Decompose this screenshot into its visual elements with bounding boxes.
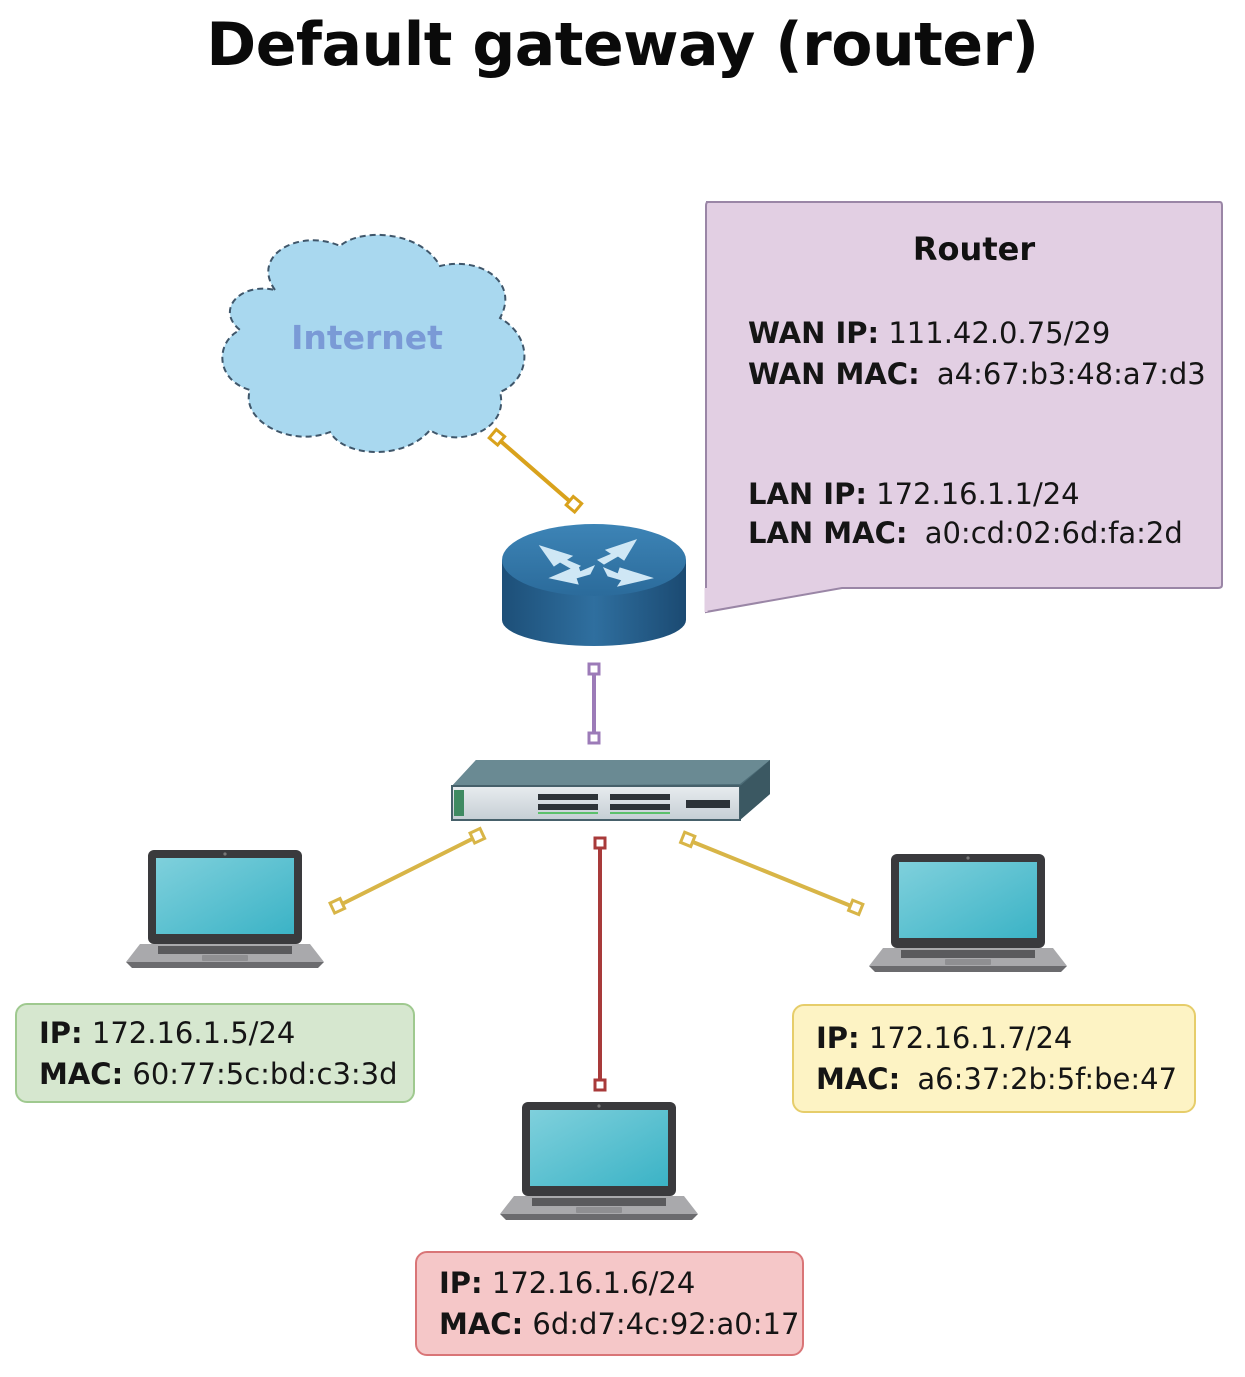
host-center-ip-value: 172.16.1.6/24 (491, 1266, 696, 1300)
host-center-mac-label: MAC: (439, 1307, 524, 1341)
lan-ip-label: LAN IP: (748, 477, 867, 511)
laptop-right-icon (869, 854, 1067, 972)
host-right-ip-label: IP: (816, 1021, 860, 1055)
router-title: Router (912, 230, 1036, 268)
laptop-left-icon (126, 850, 324, 968)
link-switch-host-center (593, 836, 607, 1092)
host-left-mac-value: 60:77:5c:bd:c3:3d (132, 1057, 398, 1091)
host-right-mac-value: a6:37:2b:5f:be:47 (917, 1062, 1178, 1096)
lan-mac-label: LAN MAC: (748, 516, 908, 550)
router-callout (704, 201, 1223, 614)
laptop-center-icon (500, 1102, 698, 1220)
router-lan-ip: LAN IP: 172.16.1.1/24 (748, 477, 1080, 511)
host-center-ip: IP: 172.16.1.6/24 (439, 1263, 780, 1304)
host-left-ip-label: IP: (39, 1016, 83, 1050)
link-router-switch (587, 662, 601, 745)
link-switch-host-right (678, 830, 865, 917)
host-right-ip: IP: 172.16.1.7/24 (816, 1018, 1172, 1059)
lan-mac-value: a0:cd:02:6d:fa:2d (924, 516, 1183, 550)
host-left-info: IP: 172.16.1.5/24 MAC: 60:77:5c:bd:c3:3d (15, 1003, 415, 1103)
host-center-mac-value: 6d:d7:4c:92:a0:17 (532, 1307, 800, 1341)
link-internet-router (487, 427, 584, 515)
router-lan-mac: LAN MAC: a0:cd:02:6d:fa:2d (748, 516, 1183, 550)
host-right-mac: MAC: a6:37:2b:5f:be:47 (816, 1059, 1177, 1100)
host-center-mac: MAC: 6d:d7:4c:92:a0:17 (439, 1304, 799, 1345)
wan-mac-label: WAN MAC: (748, 357, 920, 391)
host-right-mac-label: MAC: (816, 1062, 901, 1096)
router-wan-mac: WAN MAC: a4:67:b3:48:a7:d3 (748, 357, 1206, 391)
host-left-ip: IP: 172.16.1.5/24 (39, 1013, 391, 1054)
host-left-mac-label: MAC: (39, 1057, 124, 1091)
host-center-info: IP: 172.16.1.6/24 MAC: 6d:d7:4c:92:a0:17 (415, 1251, 804, 1356)
host-right-info: IP: 172.16.1.7/24 MAC: a6:37:2b:5f:be:47 (792, 1004, 1196, 1113)
internet-cloud-icon (221, 233, 526, 453)
host-left-mac: MAC: 60:77:5c:bd:c3:3d (39, 1054, 398, 1095)
wan-mac-value: a4:67:b3:48:a7:d3 (936, 357, 1206, 391)
host-right-ip-value: 172.16.1.7/24 (868, 1021, 1073, 1055)
page-title: Default gateway (router) (206, 10, 1039, 80)
internet-label: Internet (291, 318, 443, 357)
wan-ip-value: 111.42.0.75/29 (888, 316, 1111, 350)
wan-ip-label: WAN IP: (748, 316, 880, 350)
lan-ip-value: 172.16.1.1/24 (876, 477, 1080, 511)
router-wan-ip: WAN IP: 111.42.0.75/29 (748, 316, 1110, 350)
host-center-ip-label: IP: (439, 1266, 483, 1300)
link-switch-host-left (328, 826, 487, 916)
host-left-ip-value: 172.16.1.5/24 (91, 1016, 296, 1050)
router-icon (502, 524, 686, 646)
switch-icon (451, 760, 770, 821)
